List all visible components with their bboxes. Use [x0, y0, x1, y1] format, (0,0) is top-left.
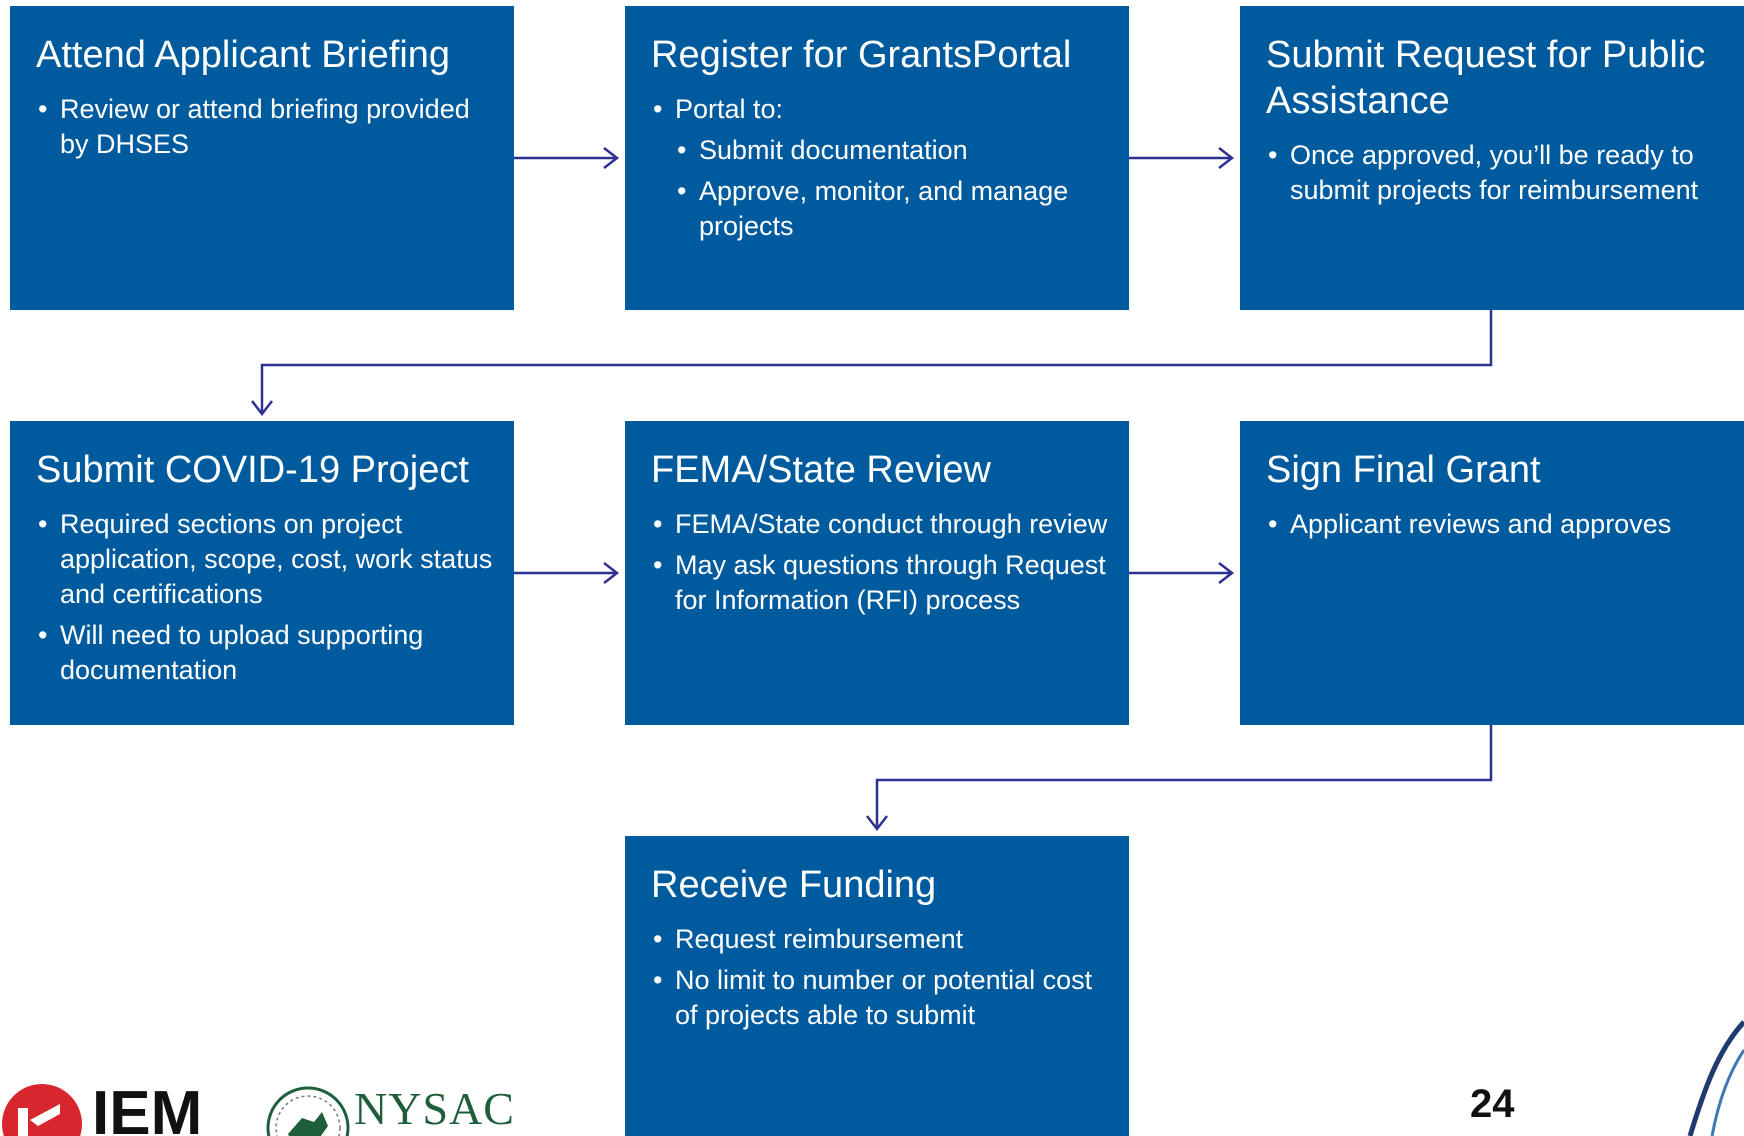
bullet-item: Will need to upload supporting documenta… — [36, 618, 494, 688]
ifm-logo: IEM — [0, 1080, 230, 1136]
step-title: Receive Funding — [651, 864, 937, 906]
arrow-step3-to-step4 — [260, 310, 1493, 413]
nysac-logo-text: NYSAC — [354, 1083, 515, 1134]
bullet-item: May ask questions through Request for In… — [651, 548, 1109, 618]
bullet-item: No limit to number or potential cost of … — [651, 963, 1109, 1033]
bullet-item: Required sections on project application… — [36, 507, 494, 612]
step-bullets: Required sections on project application… — [36, 507, 494, 688]
bullet-item: Request reimbursement — [651, 922, 1109, 957]
step-box-submit-request: Submit Request for Public Assistance Onc… — [1240, 6, 1744, 310]
bullet-item: Once approved, you’ll be ready to submit… — [1266, 138, 1724, 208]
step-box-attend-briefing: Attend Applicant Briefing Review or atte… — [10, 6, 514, 310]
step-title: Submit Request for Public Assistance — [1266, 34, 1706, 122]
step-title: Sign Final Grant — [1266, 449, 1541, 491]
page-number: 24 — [1470, 1082, 1515, 1126]
nysac-logo: NYSAC — [262, 1082, 522, 1136]
step-bullets: Once approved, you’ll be ready to submit… — [1266, 138, 1724, 208]
step-box-register-portal: Register for GrantsPortal Portal to: Sub… — [625, 6, 1129, 310]
step-box-fema-review: FEMA/State Review FEMA/State conduct thr… — [625, 421, 1129, 725]
step-title: Attend Applicant Briefing — [36, 34, 451, 76]
bullet-item: Applicant reviews and approves — [1266, 507, 1724, 542]
bullet-item: FEMA/State conduct through review — [651, 507, 1109, 542]
step-box-sign-grant: Sign Final Grant Applicant reviews and a… — [1240, 421, 1744, 725]
step-title: Register for GrantsPortal — [651, 34, 1072, 76]
step-bullets: FEMA/State conduct through review May as… — [651, 507, 1109, 618]
step-bullets: Review or attend briefing provided by DH… — [36, 92, 494, 162]
step-box-submit-project: Submit COVID-19 Project Required section… — [10, 421, 514, 725]
sub-bullet-item: Approve, monitor, and manage projects — [675, 174, 1109, 244]
step-title: FEMA/State Review — [651, 449, 991, 491]
bullet-item: Review or attend briefing provided by DH… — [36, 92, 494, 162]
ifm-logo-text: IEM — [92, 1080, 203, 1136]
step-bullets: Portal to: Submit documentation Approve,… — [651, 92, 1109, 244]
step-title: Submit COVID-19 Project — [36, 449, 469, 491]
step-bullets: Applicant reviews and approves — [1266, 507, 1724, 542]
arrow-step6-to-step7 — [875, 725, 1493, 828]
sub-bullet-item: Submit documentation — [675, 133, 1109, 168]
corner-swoosh-decoration — [1687, 1020, 1744, 1136]
nysac-seal-icon — [266, 1086, 350, 1136]
ifm-emblem-icon — [2, 1084, 82, 1136]
step-box-receive-funding: Receive Funding Request reimbursement No… — [625, 836, 1129, 1136]
bullet-item: Portal to: — [651, 92, 1109, 127]
step-bullets: Request reimbursement No limit to number… — [651, 922, 1109, 1033]
